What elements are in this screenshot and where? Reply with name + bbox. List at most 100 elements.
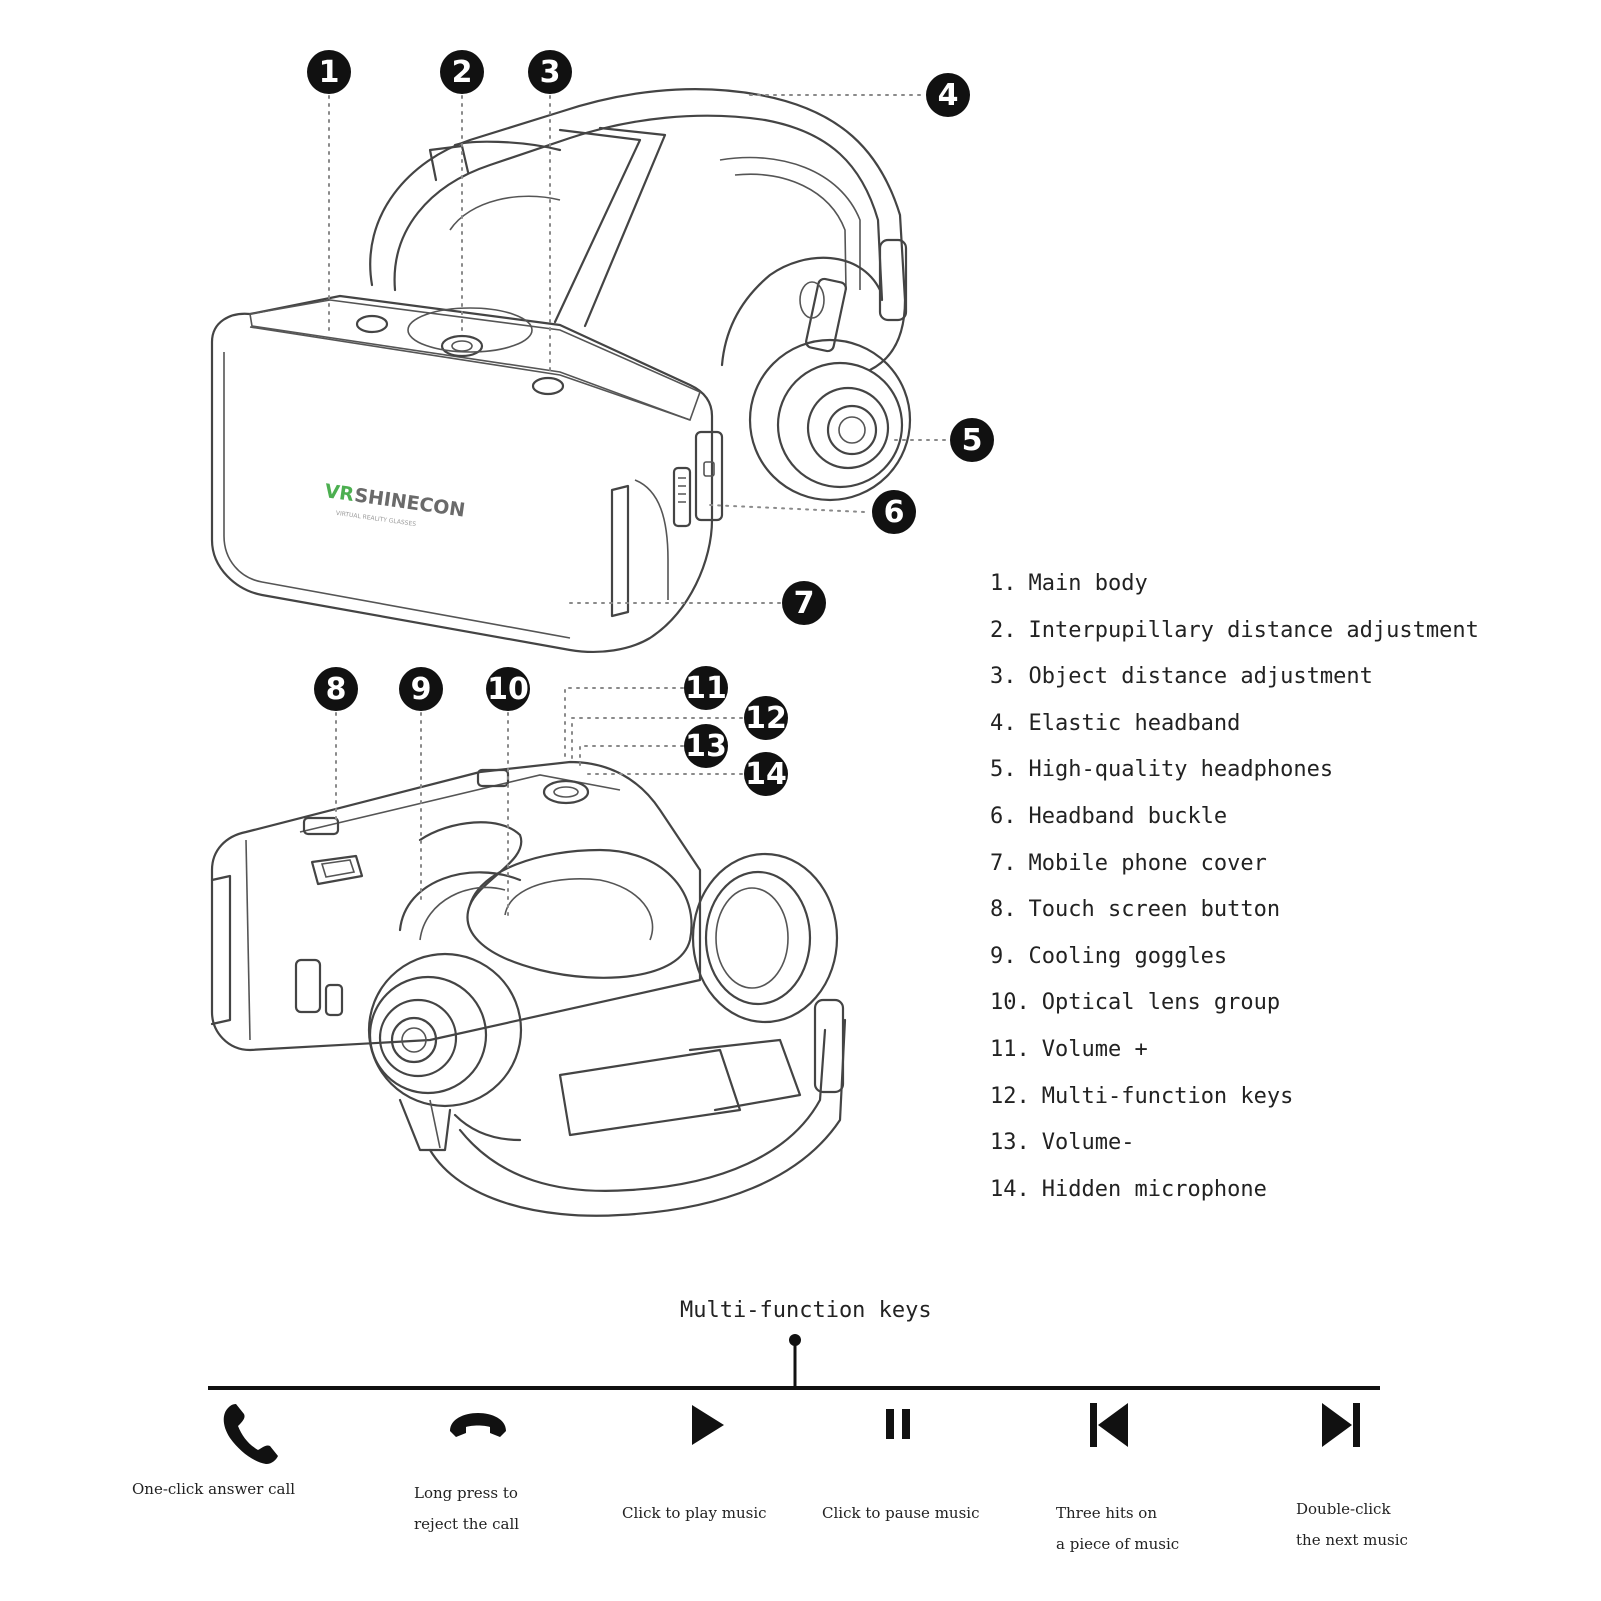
legend-item-number: 4. — [990, 710, 1017, 736]
legend-item-number: 11. — [990, 1036, 1030, 1062]
callout-number: 12 — [745, 701, 787, 736]
legend-item-number: 7. — [990, 850, 1017, 876]
callout-circle — [314, 667, 358, 711]
legend-item-number: 9. — [990, 943, 1017, 969]
play-icon — [692, 1405, 724, 1445]
legend-item-number: 10. — [990, 990, 1030, 1016]
callout-circle — [399, 667, 443, 711]
callout-number: 5 — [962, 423, 983, 458]
pause-icon — [886, 1409, 910, 1439]
callout-number: 1 — [319, 55, 340, 90]
callout-12: 12 — [744, 696, 788, 740]
legend-item: 7. Mobile phone cover — [990, 850, 1479, 899]
legend-item: 5. High-quality headphones — [990, 758, 1479, 805]
legend-item-text: Touch screen button — [1028, 897, 1281, 923]
callout-circle — [744, 752, 788, 796]
callout-10: 10 — [486, 667, 530, 711]
callout-number: 3 — [540, 55, 561, 90]
legend-item: 11. Volume + — [990, 1036, 1479, 1085]
callout-11: 11 — [684, 666, 728, 710]
legend-item-text: Main body — [1028, 571, 1148, 596]
legend-item-number: 3. — [990, 664, 1017, 690]
callout-3: 3 — [528, 50, 572, 94]
callout-circle — [872, 490, 916, 534]
legend-item-text: Mobile phone cover — [1028, 850, 1267, 876]
callout-circle — [528, 50, 572, 94]
callout-number: 14 — [745, 757, 787, 792]
multifunction-timeline — [208, 1334, 1380, 1390]
callout-number: 6 — [884, 495, 905, 530]
legend-item: 3.Object distance adjustment — [990, 665, 1479, 712]
callout-number: 10 — [487, 672, 529, 707]
legend-item-text: Cooling goggles — [1028, 943, 1228, 969]
legend-item-text: High-quality headphones — [1028, 757, 1334, 783]
callout-number: 13 — [685, 729, 727, 764]
function-label-pause: Click to pause music — [822, 1504, 980, 1522]
callout-number: 4 — [938, 78, 959, 113]
previous-track-icon — [1090, 1403, 1128, 1447]
legend-item-number: 14. — [990, 1176, 1030, 1202]
legend-item-text: Multi-function keys — [1041, 1083, 1294, 1109]
callout-13: 13 — [684, 724, 728, 768]
callout-5: 5 — [950, 418, 994, 462]
legend-item-text: Volume + — [1041, 1036, 1148, 1062]
headset-rear-view — [210, 760, 847, 1217]
callout-14: 14 — [744, 752, 788, 796]
callout-circle — [684, 724, 728, 768]
callout-circle — [782, 581, 826, 625]
legend-item-number: 5. — [990, 757, 1017, 783]
phone-hangup-icon — [450, 1413, 506, 1437]
function-label-play: Click to play music — [622, 1504, 767, 1522]
timeline-stem-dot — [789, 1334, 801, 1346]
function-label-reject: Long press to reject the call — [414, 1484, 520, 1533]
legend-item-number: 1. — [990, 571, 1017, 596]
callout-circle — [744, 696, 788, 740]
legend-item: 2. Interpupillary distance adjustment — [990, 617, 1479, 666]
callout-circle — [926, 73, 970, 117]
legend-item-text: Headband buckle — [1028, 803, 1228, 829]
legend-item: 1. Main body — [990, 572, 1479, 619]
headset-front-view: VR SHINECON VIRTUAL REALITY GLASSES — [210, 88, 912, 653]
legend-item: 6. Headband buckle — [990, 803, 1479, 852]
callout-number: 9 — [411, 672, 432, 707]
multifunction-title: Multi-function keys — [680, 1298, 932, 1323]
callout-1: 1 — [307, 50, 351, 94]
legend-item-number: 8. — [990, 897, 1017, 923]
legend-item: 10. Optical lens group — [990, 991, 1479, 1038]
legend-item-text: Interpupillary distance adjustment — [1028, 617, 1479, 643]
function-label-answer: One-click answer call — [132, 1480, 296, 1498]
callout-7: 7 — [782, 581, 826, 625]
callout-number: 7 — [794, 586, 815, 621]
legend-item-text: Optical lens group — [1041, 990, 1281, 1016]
callout-number: 2 — [452, 55, 473, 90]
legend-item: 12. Multi-function keys — [990, 1083, 1479, 1132]
callout-number: 8 — [326, 672, 347, 707]
legend-item-number: 2. — [990, 617, 1017, 643]
brand-prefix: VR — [323, 480, 355, 506]
callout-8: 8 — [314, 667, 358, 711]
leader-lines — [328, 94, 946, 921]
function-label-next: Double-click the next music — [1296, 1500, 1408, 1549]
function-label-previous: Three hits on a piece of music — [1056, 1504, 1180, 1553]
callout-number: 11 — [685, 671, 727, 706]
legend-item-number: 6. — [990, 803, 1017, 829]
callout-circle — [950, 418, 994, 462]
callout-2: 2 — [440, 50, 484, 94]
callout-4: 4 — [926, 73, 970, 117]
next-track-icon — [1322, 1403, 1360, 1447]
phone-answer-icon — [223, 1404, 278, 1464]
callout-9: 9 — [399, 667, 443, 711]
legend-item: 9. Cooling goggles — [990, 943, 1479, 992]
legend-item-number: 12. — [990, 1083, 1030, 1109]
callout-circle — [486, 667, 530, 711]
callout-6: 6 — [872, 490, 916, 534]
legend-item: 4. Elastic headband — [990, 710, 1479, 759]
legend-item-text: Elastic headband — [1028, 710, 1241, 736]
legend-item-text: Volume- — [1041, 1130, 1135, 1156]
legend-item-text: Hidden microphone — [1041, 1176, 1267, 1202]
component-legend: 1. Main body 2. Interpupillary distance adj… — [990, 572, 1479, 1224]
legend-item-number: 13. — [990, 1130, 1030, 1156]
callout-circle — [307, 50, 351, 94]
